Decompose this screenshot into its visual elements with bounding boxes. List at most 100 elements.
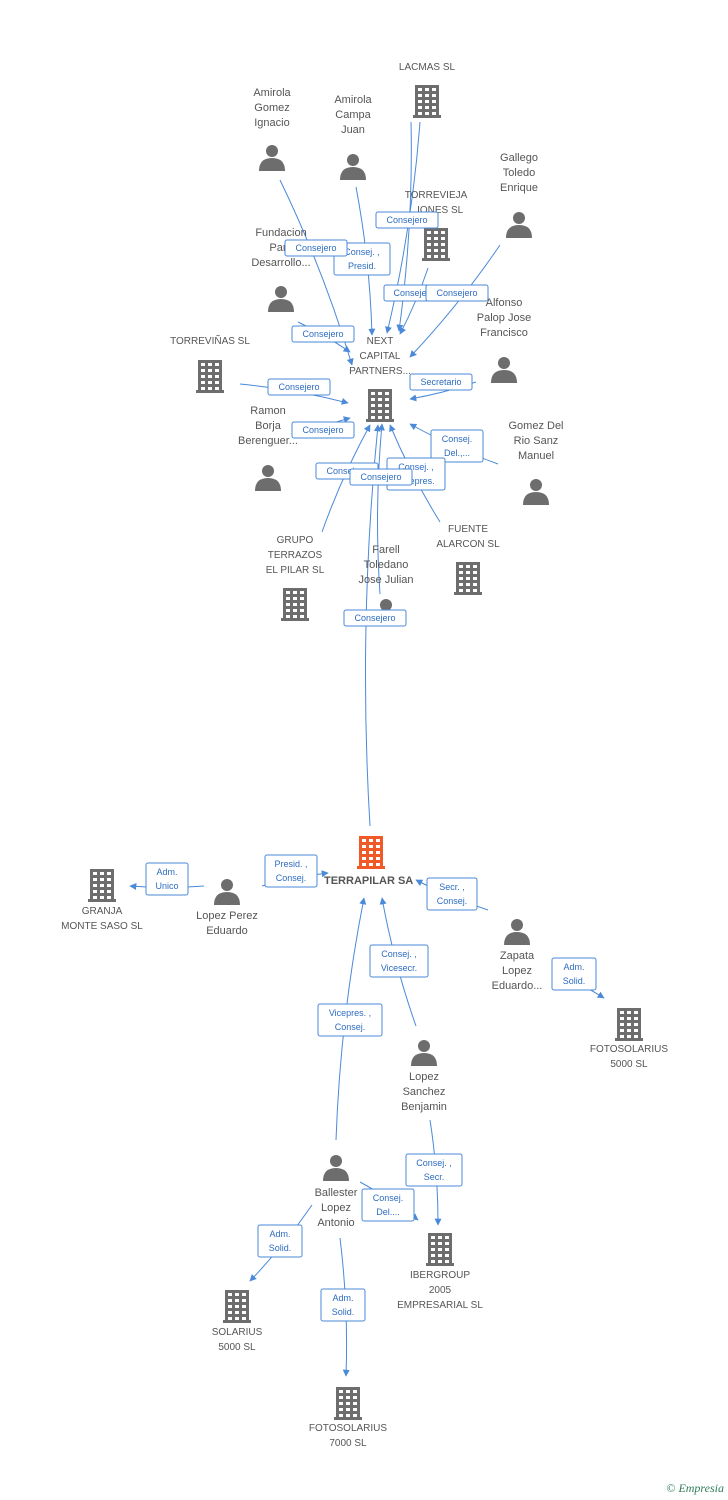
node-label: Amirola [253,87,291,99]
building-icon [223,1290,251,1323]
edge-label[interactable]: Consejero [284,239,348,257]
edge-label-text: Solid. [563,976,586,986]
node-label: Fundacion [255,227,306,239]
edge-label[interactable]: Consej. Del.,... [430,429,484,463]
footer-brand: ©Empresia [666,1481,724,1496]
node-label: Enrique [500,182,538,194]
edge-label[interactable]: Consej. ,Secr. [405,1153,463,1187]
edge-label-box [551,957,597,991]
edge-label[interactable]: Adm.Solid. [257,1224,303,1258]
edge-label[interactable]: Secr. ,Consej. [426,877,478,911]
edge-label[interactable]: Consejero [343,609,407,627]
edge-label[interactable]: Adm.Solid. [551,957,597,991]
node-label: TORREVIEJA [405,190,468,201]
edge-label-text: Del.,... [444,448,470,458]
node-lacmas[interactable]: LACMAS SL [399,62,456,118]
edge-label-text: Secr. , [439,882,465,892]
edge-label[interactable]: Adm.Unico [145,862,189,896]
edge-label[interactable]: Presid. ,Consej. [264,854,318,888]
node-torrevieja[interactable]: TORREVIEJA ...IONES SL [405,190,468,261]
edge-label[interactable]: Consejero [375,211,439,229]
edge-label[interactable]: Secretario [409,373,473,391]
node-label: Farell [372,544,400,556]
node-label: Eduardo... [492,980,543,992]
edge-label[interactable]: Consejero [425,284,489,302]
building-icon [334,1387,362,1420]
building-icon [366,389,394,422]
edge-label-text: Adm. [156,867,177,877]
edge-label[interactable]: Consej. ,Presid. [333,242,391,276]
edge-label[interactable]: Adm.Solid. [320,1288,366,1322]
edge-label[interactable]: Vicepres. ,Consej. [317,1003,383,1037]
edge-label-box [430,429,484,463]
edge-label-box [405,1153,463,1187]
edge-label-box [349,468,413,486]
node-label: Toledo [503,167,535,179]
node-zapata[interactable]: ZapataLopezEduardo... [492,919,543,992]
node-label: Lopez [409,1071,439,1083]
person-icon [259,145,285,171]
node-label: 7000 SL [329,1438,367,1449]
node-label: ...IONES SL [409,205,464,216]
edge-label-box [375,211,439,229]
edge-label-text: Vicepres. [397,476,434,486]
edge-label[interactable]: Consej. ,Vicesecr. [369,944,429,978]
building-icon [196,360,224,393]
edge-label-box [425,284,489,302]
edge-label-text: Consej. , [398,462,434,472]
edge-label-text: Solid. [332,1307,355,1317]
edge-label[interactable]: Consejero [267,378,331,396]
node-label: 2005 [429,1285,452,1296]
node-fundacion[interactable]: FundacionParaDesarrollo... [251,227,311,312]
person-icon [491,357,517,383]
node-label: Sanchez [403,1086,446,1098]
person-icon [340,154,366,180]
node-label: Toledano [364,559,409,571]
node-next[interactable]: NEXTCAPITALPARTNERS... [349,336,411,422]
edge-label[interactable]: Consejero [349,468,413,486]
edge-label-box [426,877,478,911]
node-torrevinas[interactable]: TORREVIÑAS SL [170,334,250,393]
building-icon [88,869,116,902]
edge-label-box [333,242,391,276]
person-icon [506,212,532,238]
node-label: Alfonso [486,297,523,309]
node-label: EL PILAR SL [266,565,325,576]
edge-label-text: Consej. , [416,1158,452,1168]
node-label: TERRAPILAR SA [324,875,413,887]
node-terrapilar[interactable]: TERRAPILAR SA [324,836,413,887]
edge-label-text: Consej. [442,434,473,444]
node-label: Manuel [518,450,554,462]
edge-label-text: Consejero [386,215,427,225]
node-label: Eduardo [206,925,248,937]
node-label: GRUPO [277,535,314,546]
edge-label[interactable]: Consejero [291,421,355,439]
edge-label[interactable]: Consejero [291,325,355,343]
node-label: Berenguer... [238,435,298,447]
edge-label-text: Del.... [376,1207,400,1217]
node-label: TORREVIÑAS SL [170,334,250,347]
edge-label[interactable]: Consej.Del.... [361,1188,415,1222]
node-label: CAPITAL [360,351,401,362]
edge-label-text: Consejero [302,329,343,339]
node-label: Gallego [500,152,538,164]
building-icon [426,1233,454,1266]
node-ramon[interactable]: RamonBorjaBerenguer... [238,405,298,491]
edge-label-text: Vicesecr. [381,963,417,973]
node-label: FUENTE [448,524,488,535]
